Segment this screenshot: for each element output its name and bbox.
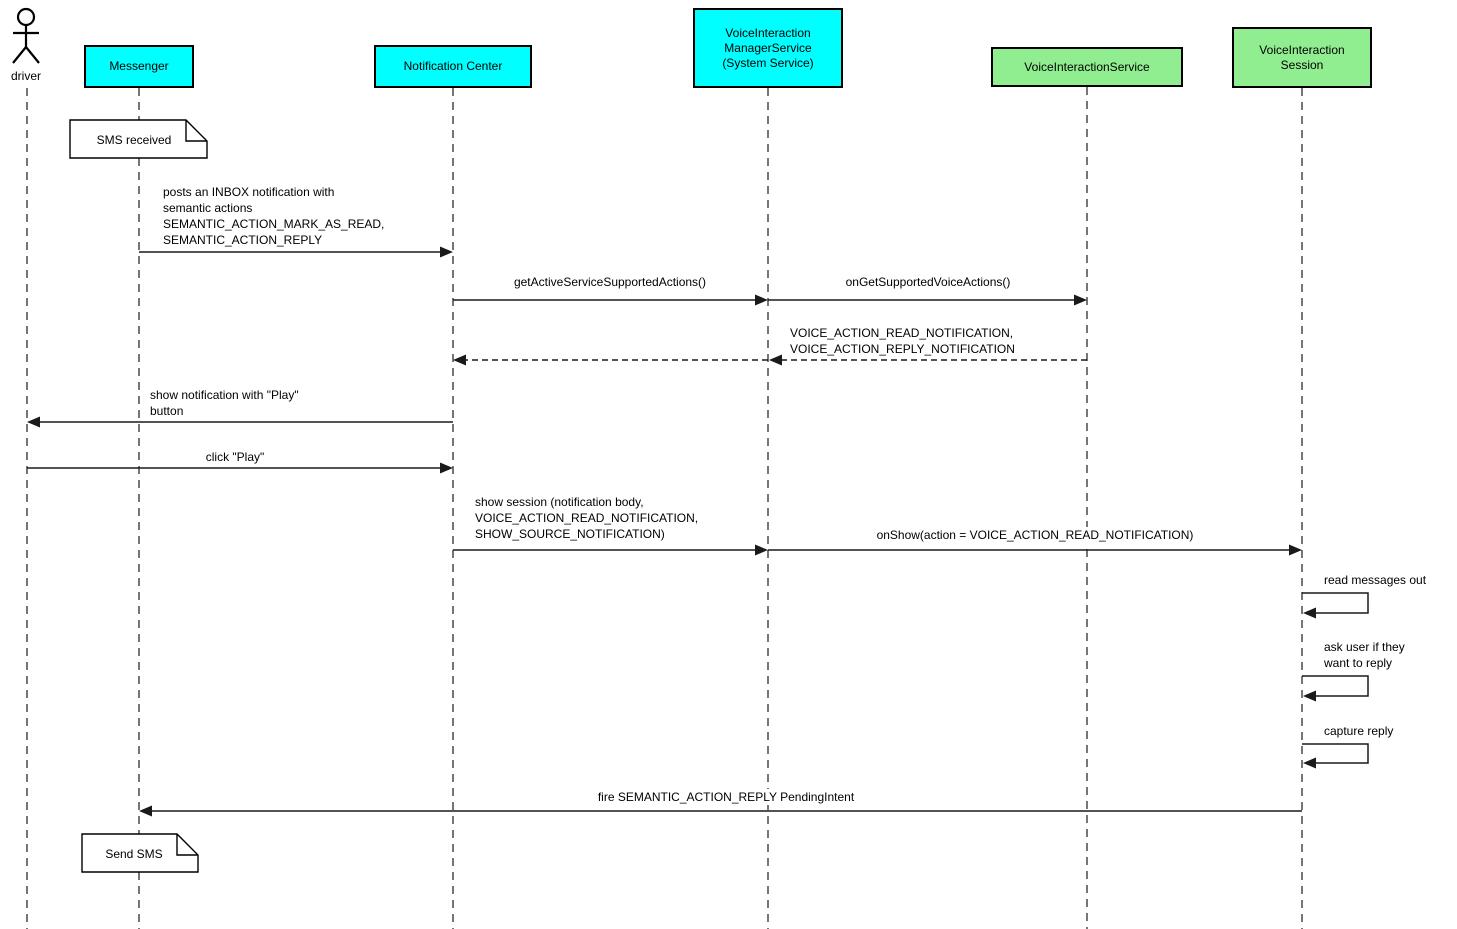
message-arrows <box>27 246 1369 817</box>
message-return-voice-actions: VOICE_ACTION_READ_NOTIFICATION, VOICE_AC… <box>788 325 1017 357</box>
actor-driver-icon <box>12 7 40 64</box>
message-capture-reply: capture reply <box>1322 723 1396 739</box>
message-show-notification: show notification with "Play" button <box>148 387 301 419</box>
participant-messenger: Messenger <box>84 45 194 88</box>
message-show-session: show session (notification body, VOICE_A… <box>473 494 701 542</box>
participant-voice-interaction-session: VoiceInteraction Session <box>1232 27 1372 88</box>
message-on-show: onShow(action = VOICE_ACTION_READ_NOTIFI… <box>874 527 1196 543</box>
message-click-play: click "Play" <box>203 449 267 465</box>
note-sms-received <box>69 119 208 159</box>
self-arrow-ask-user <box>1302 675 1369 697</box>
participant-notification-center: Notification Center <box>374 45 532 88</box>
message-on-get-supported-voice-actions: onGetSupportedVoiceActions() <box>843 274 1013 290</box>
note-sms-received-text: SMS received <box>96 133 172 147</box>
note-send-sms-fold <box>176 834 198 856</box>
message-ask-user-reply: ask user if they want to reply <box>1322 639 1407 671</box>
message-fire-pending-intent: fire SEMANTIC_ACTION_REPLY PendingIntent <box>595 789 857 805</box>
self-arrow-read-messages-out <box>1302 592 1369 614</box>
message-get-active-service-supported-actions: getActiveServiceSupportedActions() <box>511 274 709 290</box>
message-posts-inbox-notification: posts an INBOX notification with semanti… <box>161 184 387 248</box>
note-sms-received-fold <box>185 120 207 142</box>
note-send-sms-text: Send SMS <box>105 847 163 861</box>
participant-voice-interaction-service: VoiceInteractionService <box>991 47 1183 87</box>
note-shapes <box>69 119 208 873</box>
participant-voice-interaction-manager-service: VoiceInteraction ManagerService (System … <box>693 8 843 88</box>
message-read-messages-out: read messages out <box>1322 572 1429 588</box>
lifelines <box>26 87 1303 929</box>
actor-driver-label: driver <box>10 69 42 83</box>
note-send-sms <box>81 833 199 873</box>
self-arrow-capture-reply <box>1302 743 1369 764</box>
